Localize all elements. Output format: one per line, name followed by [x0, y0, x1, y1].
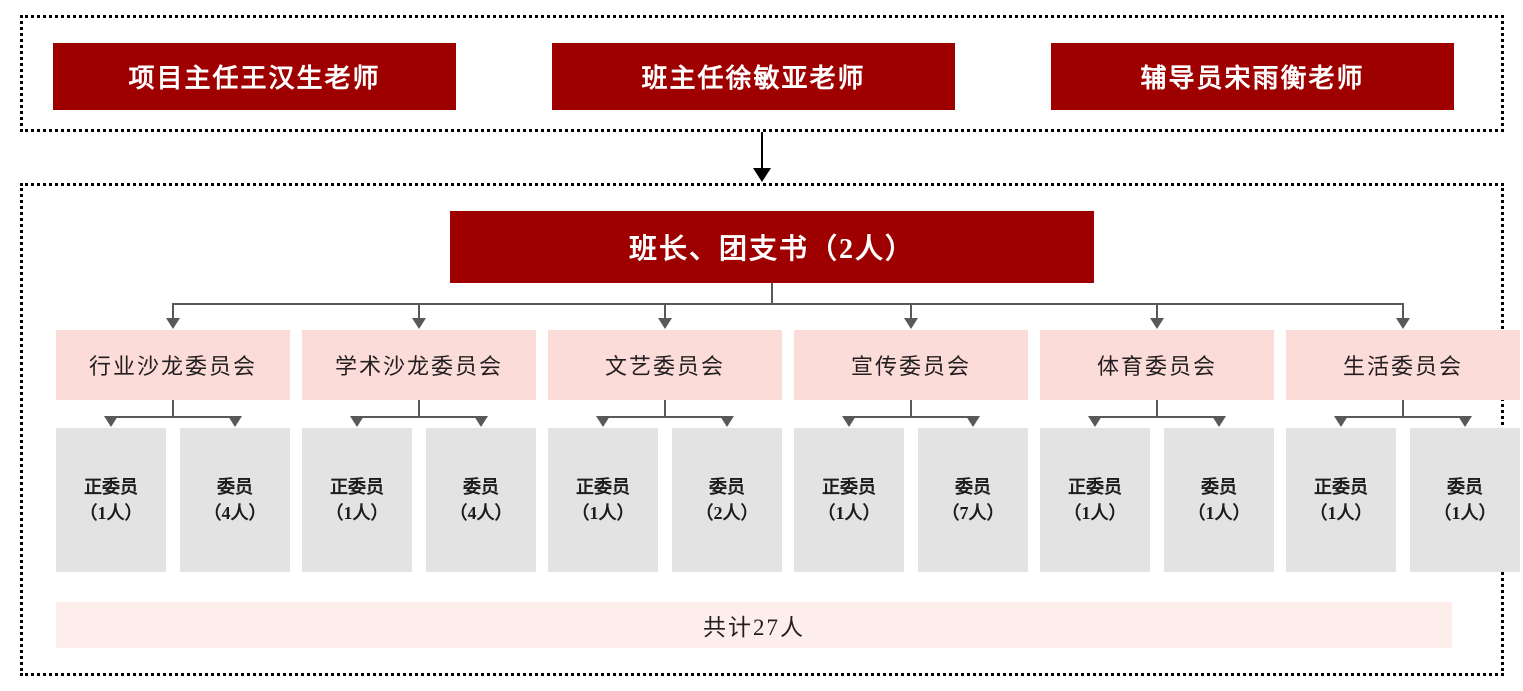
faculty-to-student-arrow-icon	[753, 168, 771, 182]
member-count-label: （1人）	[79, 503, 143, 523]
member-card-3-1[interactable]: 正委员 （1人）	[548, 428, 658, 572]
member-count-label: （4人）	[203, 503, 267, 523]
member-card-4-2[interactable]: 委员 （7人）	[918, 428, 1028, 572]
committee-name-label: 体育委员会	[1096, 354, 1217, 379]
member-card-5-2[interactable]: 委员 （1人）	[1164, 428, 1274, 572]
committee-stem-connector	[172, 400, 174, 418]
member-role-label: 委员	[955, 476, 991, 497]
member-count-label: （7人）	[941, 503, 1005, 523]
leadership-stem-connector	[771, 283, 773, 305]
member-card-6-1[interactable]: 正委员 （1人）	[1286, 428, 1396, 572]
committee-name-label: 学术沙龙委员会	[334, 354, 503, 379]
member-role-label: 委员	[709, 476, 745, 497]
committee-drop-connector	[1156, 303, 1158, 319]
member-count-label: （4人）	[449, 503, 513, 523]
committee-stem-connector	[1156, 400, 1158, 418]
committee-name-label: 宣传委员会	[850, 354, 971, 379]
member-bus-connector	[1095, 416, 1219, 418]
member-card-1-2[interactable]: 委员 （4人）	[180, 428, 290, 572]
committee-stem-connector	[418, 400, 420, 418]
member-role-label: 委员	[1201, 476, 1237, 497]
committee-drop-connector	[910, 303, 912, 319]
committee-arrow-icon	[904, 318, 918, 329]
committee-name-label: 文艺委员会	[604, 354, 725, 379]
member-bus-connector	[357, 416, 481, 418]
leadership-card[interactable]: 班长、团支书（2人）	[450, 211, 1094, 283]
member-count-label: （1人）	[1063, 503, 1127, 523]
member-card-2-2[interactable]: 委员 （4人）	[426, 428, 536, 572]
member-arrow-icon	[1458, 416, 1472, 427]
member-arrow-icon	[1088, 416, 1102, 427]
committee-arrow-icon	[658, 318, 672, 329]
committee-arrow-icon	[166, 318, 180, 329]
member-arrow-icon	[350, 416, 364, 427]
member-bus-connector	[603, 416, 727, 418]
member-bus-connector	[111, 416, 235, 418]
faculty-label: 辅导员宋雨衡老师	[1140, 64, 1365, 93]
faculty-card-project-director[interactable]: 项目主任王汉生老师	[53, 43, 456, 110]
committee-card-4[interactable]: 宣传委员会	[794, 330, 1028, 400]
committee-card-3[interactable]: 文艺委员会	[548, 330, 782, 400]
member-card-5-1[interactable]: 正委员 （1人）	[1040, 428, 1150, 572]
member-arrow-icon	[1334, 416, 1348, 427]
faculty-to-student-connector-line	[761, 132, 763, 172]
member-role-label: 委员	[1447, 476, 1483, 497]
member-count-label: （1人）	[1433, 503, 1497, 523]
committee-stem-connector	[1402, 400, 1404, 418]
member-card-4-1[interactable]: 正委员 （1人）	[794, 428, 904, 572]
member-bus-connector	[849, 416, 973, 418]
member-count-label: （1人）	[1309, 503, 1373, 523]
member-arrow-icon	[720, 416, 734, 427]
member-arrow-icon	[104, 416, 118, 427]
member-bus-connector	[1341, 416, 1465, 418]
faculty-card-counselor[interactable]: 辅导员宋雨衡老师	[1051, 43, 1454, 110]
member-count-label: （1人）	[325, 503, 389, 523]
committee-card-5[interactable]: 体育委员会	[1040, 330, 1274, 400]
member-card-2-1[interactable]: 正委员 （1人）	[302, 428, 412, 572]
member-role-label: 正委员	[1314, 476, 1368, 497]
member-role-label: 正委员	[822, 476, 876, 497]
committee-drop-connector	[418, 303, 420, 319]
committee-arrow-icon	[1396, 318, 1410, 329]
member-arrow-icon	[842, 416, 856, 427]
committee-bus-connector	[173, 303, 1403, 305]
faculty-label: 项目主任王汉生老师	[128, 64, 381, 93]
member-role-label: 正委员	[1068, 476, 1122, 497]
member-count-label: （2人）	[695, 503, 759, 523]
member-arrow-icon	[228, 416, 242, 427]
leadership-label: 班长、团支书（2人）	[628, 234, 915, 265]
member-role-label: 正委员	[330, 476, 384, 497]
member-role-label: 委员	[463, 476, 499, 497]
member-card-3-2[interactable]: 委员 （2人）	[672, 428, 782, 572]
member-arrow-icon	[966, 416, 980, 427]
committee-card-2[interactable]: 学术沙龙委员会	[302, 330, 536, 400]
committee-stem-connector	[664, 400, 666, 418]
member-count-label: （1人）	[817, 503, 881, 523]
committee-drop-connector	[172, 303, 174, 319]
member-arrow-icon	[596, 416, 610, 427]
committee-stem-connector	[910, 400, 912, 418]
total-headcount-label: 共计27人	[703, 615, 805, 640]
member-card-1-1[interactable]: 正委员 （1人）	[56, 428, 166, 572]
committee-card-6[interactable]: 生活委员会	[1286, 330, 1520, 400]
total-headcount-bar: 共计27人	[56, 602, 1452, 648]
member-count-label: （1人）	[571, 503, 635, 523]
member-arrow-icon	[474, 416, 488, 427]
member-role-label: 委员	[217, 476, 253, 497]
faculty-card-class-advisor[interactable]: 班主任徐敏亚老师	[552, 43, 955, 110]
committee-drop-connector	[1402, 303, 1404, 319]
committee-name-label: 生活委员会	[1342, 354, 1463, 379]
committee-name-label: 行业沙龙委员会	[88, 354, 257, 379]
member-role-label: 正委员	[84, 476, 138, 497]
committee-arrow-icon	[1150, 318, 1164, 329]
member-role-label: 正委员	[576, 476, 630, 497]
member-count-label: （1人）	[1187, 503, 1251, 523]
committee-arrow-icon	[412, 318, 426, 329]
committee-card-1[interactable]: 行业沙龙委员会	[56, 330, 290, 400]
member-arrow-icon	[1212, 416, 1226, 427]
committee-drop-connector	[664, 303, 666, 319]
member-card-6-2[interactable]: 委员 （1人）	[1410, 428, 1520, 572]
faculty-label: 班主任徐敏亚老师	[641, 64, 866, 93]
